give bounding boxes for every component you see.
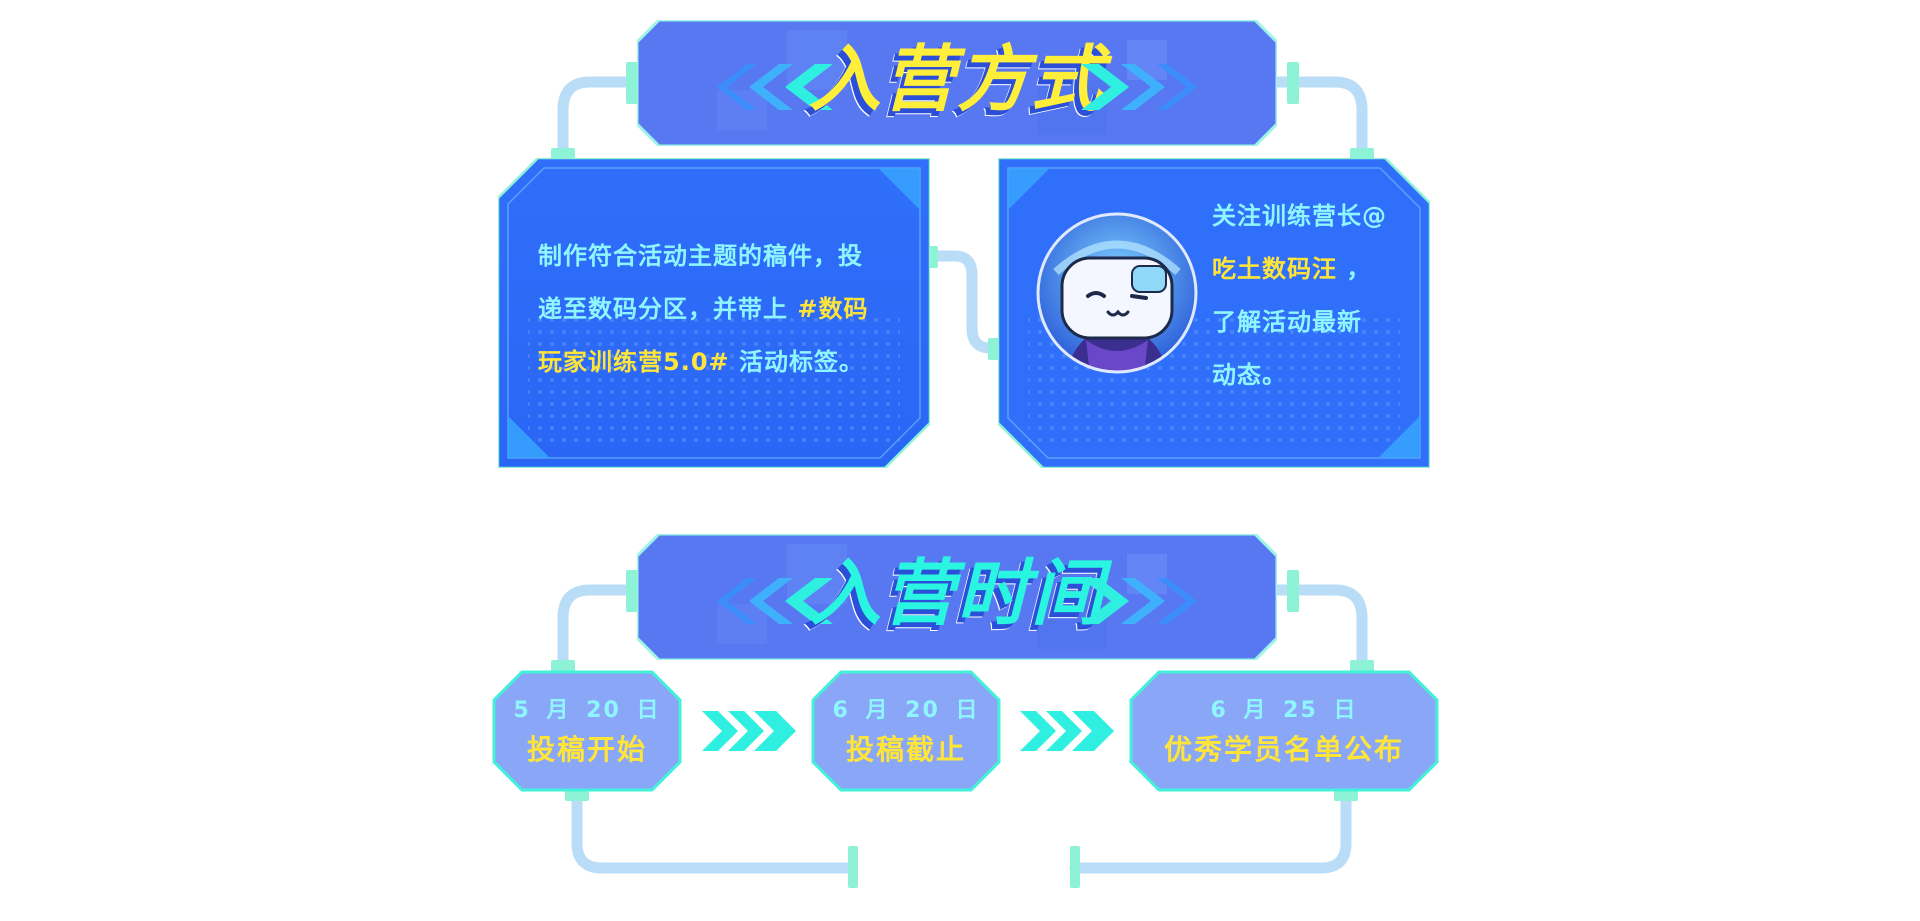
chevrons-left-icon bbox=[717, 578, 833, 624]
submit-tag-part1: #数码 bbox=[797, 295, 869, 323]
timeline-label: 投稿开始 bbox=[526, 733, 647, 766]
section-title-method: 入营方式 bbox=[808, 37, 1105, 121]
timeline-label: 投稿截止 bbox=[845, 733, 966, 766]
chevrons-left-icon bbox=[717, 64, 833, 110]
chevrons-right-icon bbox=[1081, 64, 1197, 110]
section-title-time: 入营时间 bbox=[808, 551, 1105, 635]
submit-text-line1: 制作符合活动主题的稿件，投 bbox=[538, 242, 863, 270]
submit-tag-part2: 玩家训练营5.0# bbox=[538, 348, 730, 376]
follow-text-line3: 了解活动最新 bbox=[1212, 308, 1362, 336]
method-card-submit: 制作符合活动主题的稿件，投 递至数码分区，并带上 #数码 玩家训练营5.0# 活… bbox=[498, 158, 930, 468]
follow-text-line4: 动态。 bbox=[1212, 361, 1287, 389]
follow-text-line1: 关注训练营长@ bbox=[1212, 202, 1387, 230]
timeline-date: 6 月 25 日 bbox=[1210, 698, 1358, 723]
submit-text-line2: 递至数码分区，并带上 bbox=[538, 295, 798, 323]
chevron-arrow-right-icon bbox=[1020, 711, 1114, 751]
method-card-submit-text: 制作符合活动主题的稿件，投 递至数码分区，并带上 #数码 玩家训练营5.0# 活… bbox=[538, 230, 908, 389]
timeline-node-results: 6 月 25 日 优秀学员名单公布 bbox=[1129, 670, 1439, 792]
section-banner-method: 入营方式 bbox=[637, 20, 1277, 146]
timeline-node-deadline: 6 月 20 日 投稿截止 bbox=[811, 670, 1001, 792]
method-card-follow-text: 关注训练营长@ 吃土数码汪 ， 了解活动最新 动态。 bbox=[1212, 190, 1422, 402]
timeline-label: 优秀学员名单公布 bbox=[1163, 733, 1404, 766]
method-card-follow: 关注训练营长@ 吃土数码汪 ， 了解活动最新 动态。 bbox=[998, 158, 1430, 468]
timeline-date: 6 月 20 日 bbox=[832, 698, 980, 723]
follow-account-name[interactable]: 吃土数码汪 bbox=[1212, 255, 1337, 283]
chevrons-right-icon bbox=[1081, 578, 1197, 624]
section-banner-time: 入营时间 bbox=[637, 534, 1277, 660]
chevron-arrow-right-icon bbox=[702, 711, 796, 751]
timeline-node-start: 5 月 20 日 投稿开始 bbox=[492, 670, 682, 792]
submit-text-line3: 活动标签。 bbox=[729, 348, 864, 376]
tv-mascot-avatar-icon bbox=[1036, 212, 1198, 374]
timeline-date: 5 月 20 日 bbox=[513, 698, 661, 723]
follow-text-comma: ， bbox=[1337, 255, 1372, 283]
